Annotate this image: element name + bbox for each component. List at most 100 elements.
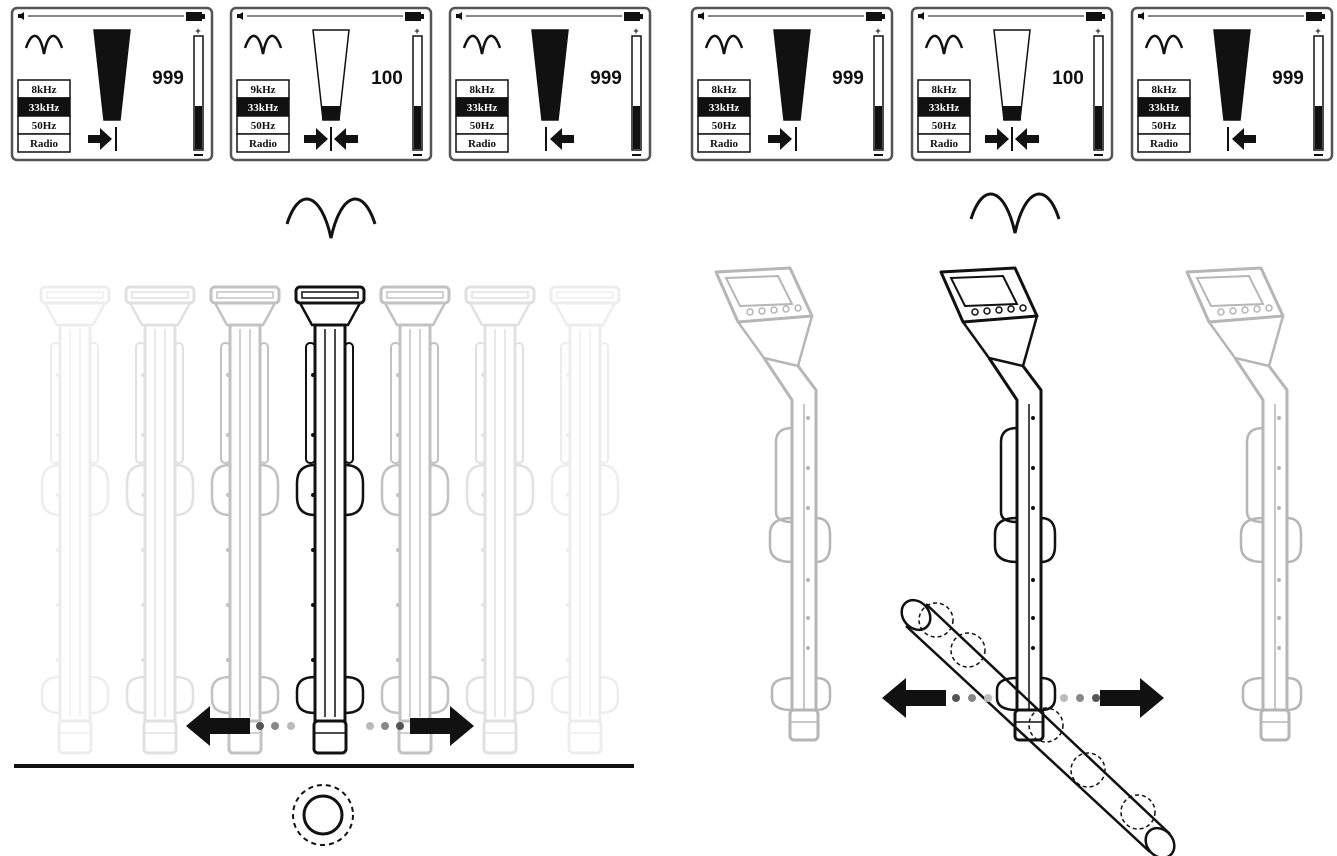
motion-dot [984, 694, 992, 702]
field-ring [292, 784, 354, 846]
arrow-left-icon [186, 706, 250, 746]
gain-level [1315, 106, 1322, 149]
locator-ghost [549, 285, 621, 755]
motion-dot [256, 722, 264, 730]
frequency-label: 50Hz [1152, 120, 1177, 132]
frequency-label: 50Hz [470, 120, 495, 132]
signal-level [1003, 106, 1021, 120]
locator-ghost [714, 266, 832, 742]
frequency-label: 8kHz [711, 84, 736, 96]
locator-ghost [39, 285, 111, 755]
speaker-icon [18, 12, 24, 20]
gain-plus-icon: + [633, 26, 638, 36]
frequency-option [917, 133, 971, 153]
arrow-right-icon [1100, 678, 1164, 718]
frequency-label: 33kHz [248, 102, 279, 114]
frequency-label: 50Hz [251, 120, 276, 132]
peak-mode-icon [243, 34, 283, 55]
frequency-label: 50Hz [32, 120, 57, 132]
gain-bar [412, 35, 423, 151]
gain-bar [631, 35, 642, 151]
signal-level [322, 106, 340, 120]
signal-funnel [93, 29, 131, 121]
frequency-label: 33kHz [929, 102, 960, 114]
motion-dot [1060, 694, 1068, 702]
frequency-label: Radio [30, 138, 59, 150]
gain-bar [1093, 35, 1104, 151]
frequency-label: Radio [710, 138, 739, 150]
peak-mode-icon [704, 34, 744, 55]
speaker-icon [1138, 12, 1144, 20]
peak-mode-icon [285, 197, 377, 240]
motion-dot [287, 722, 295, 730]
locator-ghost [209, 285, 281, 755]
battery-icon [186, 12, 205, 21]
signal-value: 100 [371, 68, 403, 89]
peak-mode-icon [924, 34, 964, 55]
frequency-label: 8kHz [31, 84, 56, 96]
motion-dot [381, 722, 389, 730]
gain-level [633, 106, 640, 149]
frequency-option [455, 133, 509, 153]
frequency-label: 9kHz [250, 84, 275, 96]
speaker-icon [918, 12, 924, 20]
peak-mode-icon [462, 34, 502, 55]
motion-dot [396, 722, 404, 730]
gain-bar [1313, 35, 1324, 151]
arrow-right-icon [410, 706, 474, 746]
gain-plus-icon: + [195, 26, 200, 36]
locator-ghost [124, 285, 196, 755]
buried-pipe [900, 598, 1176, 856]
frequency-label: Radio [249, 138, 278, 150]
ground-line [14, 764, 634, 768]
scene-right [714, 192, 1303, 856]
signal-value: 100 [1052, 68, 1084, 89]
gain-level [1095, 106, 1102, 149]
peak-mode-icon [1144, 34, 1184, 55]
motion-dot [1076, 694, 1084, 702]
frequency-label: Radio [468, 138, 497, 150]
signal-value: 999 [832, 68, 864, 89]
frequency-label: Radio [1150, 138, 1179, 150]
signal-funnel [773, 29, 811, 121]
arrow-left-icon [882, 678, 946, 718]
signal-funnel [1213, 29, 1251, 121]
locator-ghost [1185, 266, 1303, 742]
battery-icon [1306, 12, 1325, 21]
gain-plus-icon: + [414, 26, 419, 36]
motion-dot [968, 694, 976, 702]
gain-level [875, 106, 882, 149]
frequency-option [1137, 133, 1191, 153]
gain-level [195, 106, 202, 149]
gain-bar [193, 35, 204, 151]
frequency-label: 8kHz [469, 84, 494, 96]
frequency-label: 33kHz [709, 102, 740, 114]
motion-dot [271, 722, 279, 730]
gain-level [414, 106, 421, 149]
gain-bar [873, 35, 884, 151]
frequency-option [697, 133, 751, 153]
frequency-option [17, 133, 71, 153]
gain-plus-icon: + [1315, 26, 1320, 36]
frequency-label: 50Hz [932, 120, 957, 132]
speaker-icon [237, 12, 243, 20]
locator-ghost [379, 285, 451, 755]
gain-plus-icon: + [1095, 26, 1100, 36]
signal-value: 999 [1272, 68, 1304, 89]
frequency-label: 33kHz [29, 102, 60, 114]
peak-mode-icon [969, 192, 1061, 235]
peak-mode-icon [24, 34, 64, 55]
frequency-label: 50Hz [712, 120, 737, 132]
battery-icon [866, 12, 885, 21]
motion-dot [1092, 694, 1100, 702]
